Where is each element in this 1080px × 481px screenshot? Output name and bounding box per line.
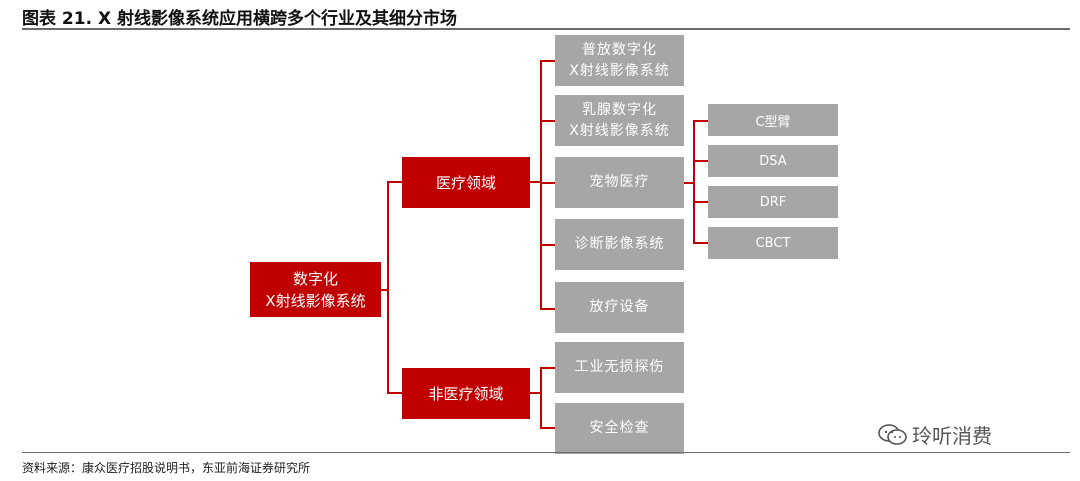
wechat-icon (878, 423, 907, 445)
connector-sub-2 (693, 160, 708, 162)
medical-child-line1: 宠物医疗 (589, 174, 650, 190)
nonmedical-child-ndt: 工业无损探伤 (555, 342, 684, 393)
medical-child-line1: 放疗设备 (589, 299, 650, 315)
watermark: 玲听消费 (878, 420, 992, 449)
connector-pet-vertical (693, 120, 695, 244)
medical-child-pet-medical: 宠物医疗 (555, 157, 684, 208)
medical-node: 医疗领域 (402, 157, 530, 208)
medical-child-diagnostic-imaging: 诊断影像系统 (555, 219, 684, 270)
connector-medical-child-3 (540, 182, 555, 184)
sub-item-dsa: DSA (708, 145, 838, 177)
connector-nonmedical-child-2 (540, 427, 555, 429)
connector-to-nonmedical (387, 392, 402, 394)
medical-child-line2: X射线影像系统 (569, 122, 670, 139)
sub-item-label: C型臂 (755, 114, 791, 130)
medical-child-general-dr: 普放数字化 X射线影像系统 (555, 35, 684, 86)
nonmedical-node-label: 非医疗领域 (428, 384, 504, 403)
watermark-text: 玲听消费 (912, 424, 992, 448)
sub-item-cbct: CBCT (708, 227, 838, 259)
medical-child-line1: 诊断影像系统 (574, 236, 665, 252)
connector-medical-out (530, 181, 542, 183)
nonmedical-child-label: 安全检查 (589, 420, 650, 436)
connector-to-medical (387, 181, 402, 183)
connector-nonmedical-out (530, 392, 542, 394)
sub-item-label: DSA (759, 153, 787, 169)
root-node-line1: 数字化 (292, 269, 338, 288)
figure-title: 图表 21. X 射线影像系统应用横跨多个行业及其细分市场 (22, 9, 457, 29)
connector-root-out (381, 289, 389, 291)
connector-sub-3 (693, 201, 708, 203)
sub-item-label: CBCT (755, 235, 791, 251)
connector-sub-1 (693, 120, 708, 122)
footer-divider (22, 452, 1070, 453)
connector-medical-child-2 (540, 120, 555, 122)
connector-medical-child-5 (540, 308, 555, 310)
connector-medical-vertical (540, 60, 542, 310)
medical-child-mammography-dr: 乳腺数字化 X射线影像系统 (555, 95, 684, 146)
connector-root-vertical (387, 181, 389, 394)
sub-item-label: DRF (759, 194, 787, 210)
connector-pet-out (684, 182, 695, 184)
connector-medical-child-1 (540, 60, 555, 62)
nonmedical-node: 非医疗领域 (402, 368, 530, 419)
sub-item-c-arm: C型臂 (708, 104, 838, 136)
root-node-line2: X射线影像系统 (265, 291, 366, 310)
connector-nonmedical-vertical (540, 367, 542, 429)
connector-medical-child-4 (540, 244, 555, 246)
nonmedical-child-label: 工业无损探伤 (574, 359, 665, 375)
medical-child-line1: 乳腺数字化 (582, 101, 657, 118)
source-note: 资料来源：康众医疗招股说明书，东亚前海证券研究所 (22, 461, 311, 475)
nonmedical-child-security: 安全检查 (555, 403, 684, 454)
connector-nonmedical-child-1 (540, 367, 555, 369)
medical-child-line1: 普放数字化 (582, 41, 657, 58)
root-node: 数字化 X射线影像系统 (250, 262, 381, 317)
medical-child-line2: X射线影像系统 (569, 62, 670, 79)
sub-item-drf: DRF (708, 186, 838, 218)
connector-sub-4 (693, 242, 708, 244)
medical-child-radiotherapy: 放疗设备 (555, 282, 684, 333)
title-divider (22, 28, 1070, 30)
medical-node-label: 医疗领域 (435, 173, 496, 192)
